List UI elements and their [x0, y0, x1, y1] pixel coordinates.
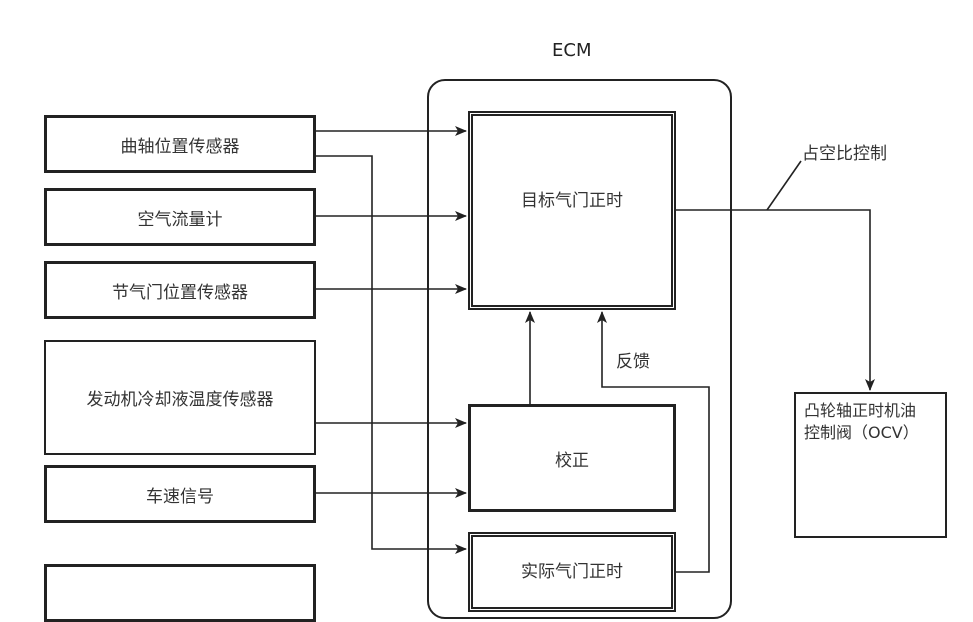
ecm-title: ECM	[552, 40, 592, 61]
target-valve-timing-label: 目标气门正时	[521, 191, 623, 211]
input-label: 节气门位置传感器	[112, 282, 248, 303]
correction-block: 校正	[468, 404, 676, 512]
wire-target-to-ocv	[676, 209, 875, 391]
duty-control-label: 占空比控制	[802, 144, 887, 164]
target-valve-timing-block: 目标气门正时	[468, 111, 676, 310]
input-vehicle-speed: 车速信号	[44, 465, 316, 523]
input-crankshaft-sensor: 曲轴位置传感器	[44, 115, 316, 173]
correction-label: 校正	[555, 450, 589, 471]
input-throttle-sensor: 节气门位置传感器	[44, 261, 316, 319]
ocv-line2: 控制阀（OCV）	[804, 423, 919, 442]
ocv-box: 凸轮轴正时机油 控制阀（OCV）	[794, 392, 947, 538]
actual-valve-timing-label: 实际气门正时	[521, 562, 623, 582]
connection-lines	[316, 126, 875, 573]
duty-control-leader	[766, 160, 802, 211]
input-label: 车速信号	[146, 486, 214, 507]
input-label: 空气流量计	[137, 209, 223, 230]
ocv-line1: 凸轮轴正时机油	[804, 401, 917, 420]
wire-feedback	[597, 311, 710, 573]
input-coolant-temp-sensor: 发动机冷却液温度传感器	[44, 340, 316, 455]
wire-crank-to-actual	[316, 155, 467, 554]
input-label: 发动机冷却液温度传感器	[86, 390, 274, 410]
input-airflow-meter: 空气流量计	[44, 188, 316, 246]
feedback-label: 反馈	[616, 352, 650, 372]
input-label: 曲轴位置传感器	[120, 136, 240, 157]
